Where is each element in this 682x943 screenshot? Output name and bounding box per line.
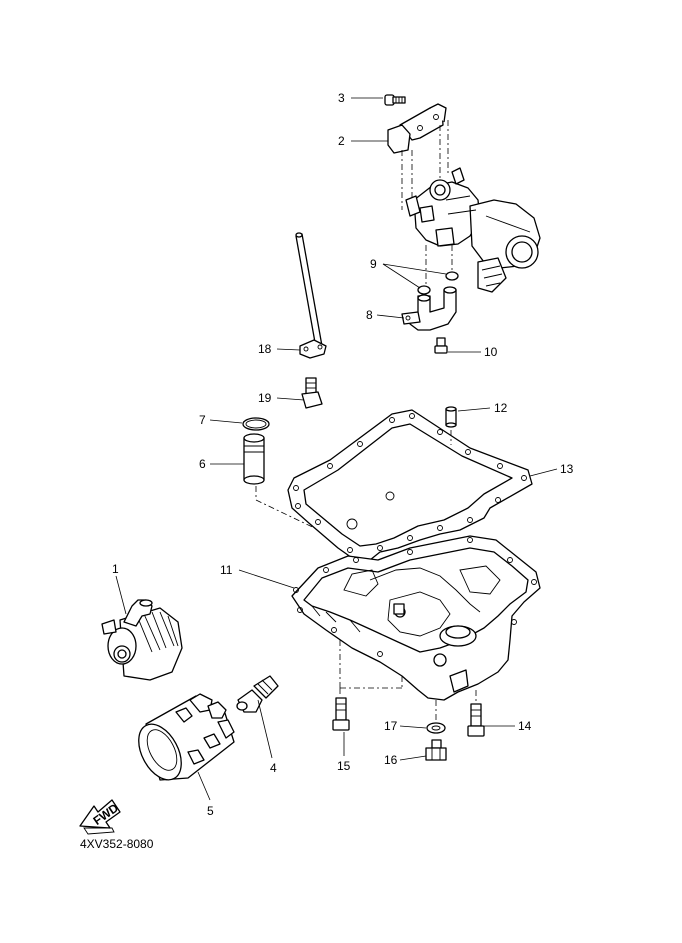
callout-11: 11 [220, 563, 233, 577]
oil-filter-5 [138, 693, 235, 781]
callout-15: 15 [337, 759, 351, 773]
callout-6: 6 [199, 457, 206, 471]
oil-pump-body [405, 167, 541, 293]
union-bolt-4 [236, 675, 279, 713]
callout-14: 14 [518, 719, 532, 733]
callout-3: 3 [338, 91, 345, 105]
callout-10: 10 [484, 345, 498, 359]
callout-5: 5 [207, 804, 214, 818]
oil-strainer-6 [243, 433, 265, 485]
o-ring-7 [242, 417, 270, 431]
oil-level-gauge-18 [295, 232, 327, 359]
callout-17: 17 [384, 719, 398, 733]
o-ring-9 [417, 271, 459, 295]
drain-bolt-16 [425, 739, 447, 761]
callout-leaders [115, 97, 558, 801]
dowel-pin-12 [445, 406, 457, 428]
pump-pipe-8 [401, 286, 457, 331]
oil-cooler-1 [101, 599, 183, 681]
callout-12: 12 [494, 401, 508, 415]
bolt-10 [434, 337, 448, 354]
bolt-15 [332, 697, 350, 731]
callout-7: 7 [199, 413, 206, 427]
bolt-14 [467, 703, 485, 737]
gasket-13 [287, 409, 533, 561]
callout-13: 13 [560, 462, 574, 476]
callout-1: 1 [112, 562, 119, 576]
callout-9: 9 [370, 257, 377, 271]
diagram-code: 4XV352-8080 [80, 837, 154, 851]
callout-4: 4 [270, 761, 277, 775]
callout-2: 2 [338, 134, 345, 148]
pump-guide-2 [387, 103, 447, 154]
gasket-17 [426, 722, 446, 734]
oil-pump-assembly [384, 94, 541, 354]
oil-pan-11 [291, 535, 541, 701]
callout-19: 19 [258, 391, 272, 405]
pipe-fitting-19 [301, 377, 323, 409]
callout-18: 18 [258, 342, 272, 356]
callout-8: 8 [366, 308, 373, 322]
fwd-arrow-icon: FWD [79, 799, 121, 835]
callout-labels: 3 2 9 8 10 18 19 7 6 12 13 11 1 4 5 15 1… [112, 91, 574, 818]
callout-16: 16 [384, 753, 398, 767]
bolt-3 [384, 94, 406, 106]
